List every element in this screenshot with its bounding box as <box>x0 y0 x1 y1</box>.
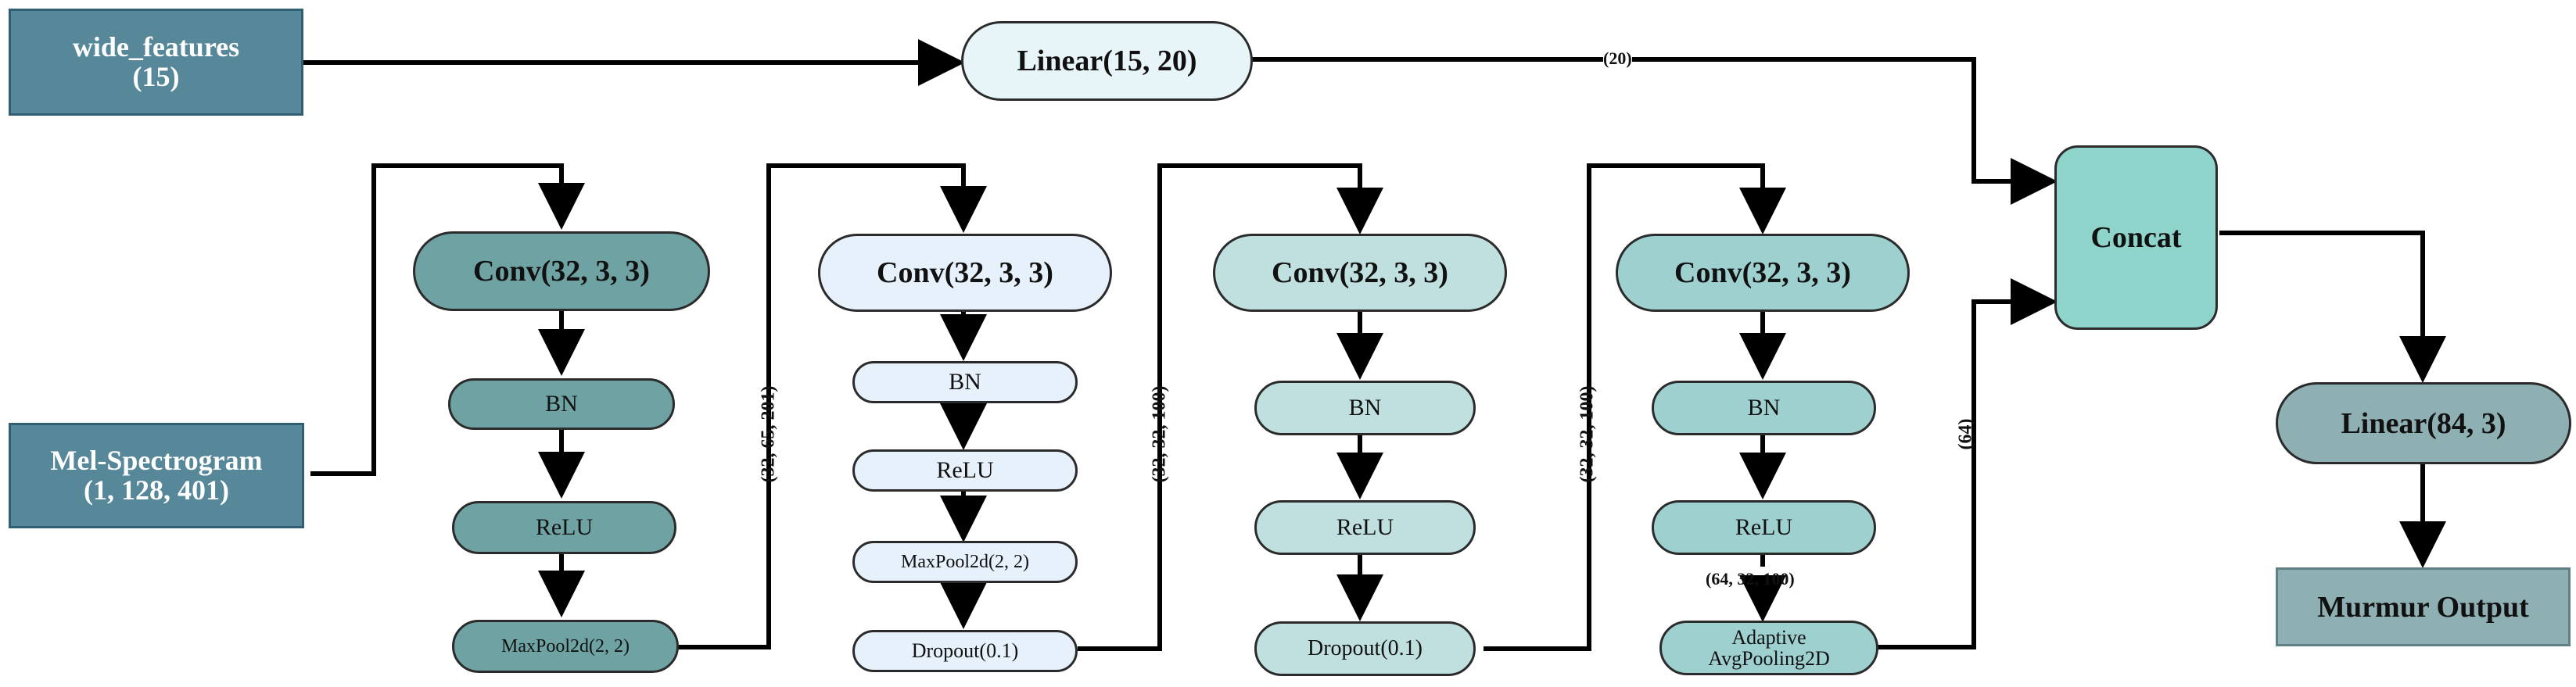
block4-adaptive-avgpool: Adaptive AvgPooling2D <box>1659 621 1878 675</box>
wide-features-input: wide_features (15) <box>9 9 303 116</box>
edge-b1-to-b2 <box>677 163 987 649</box>
block2-output-shape: (32, 32, 100) <box>1149 385 1170 483</box>
block3-bn: BN <box>1254 381 1476 435</box>
mel-spectrogram-input: Mel-Spectrogram (1, 128, 401) <box>9 423 304 528</box>
mel-spectrogram-name: Mel-Spectrogram <box>50 444 263 476</box>
block2-conv: Conv(32, 3, 3) <box>818 234 1112 312</box>
edge-b3-to-b4 <box>1484 163 1786 651</box>
edge-b2-to-b3 <box>1078 163 1383 651</box>
block2-bn: BN <box>852 361 1078 403</box>
block2-dropout: Dropout(0.1) <box>852 630 1078 672</box>
block4-bn: BN <box>1652 381 1876 435</box>
final-linear-layer: Linear(84, 3) <box>2276 382 2571 464</box>
concat-layer: Concat <box>2054 145 2218 330</box>
block4-adaptive-line2: AvgPooling2D <box>1708 647 1830 670</box>
wide-features-name: wide_features <box>72 30 240 63</box>
block3-dropout: Dropout(0.1) <box>1254 621 1476 676</box>
edge-mel-to-conv1 <box>310 163 585 476</box>
block3-relu: ReLU <box>1254 500 1476 555</box>
block4-adaptive-line1: Adaptive <box>1731 625 1806 649</box>
edge-b4-to-concat <box>1877 278 2058 649</box>
block4-inner-shape: (64, 32, 100) <box>1706 569 1795 589</box>
block1-bn: BN <box>448 378 675 430</box>
block4-conv: Conv(32, 3, 3) <box>1616 234 1910 312</box>
wide-linear-output-shape: (20) <box>1603 48 1632 69</box>
block1-maxpool: MaxPool2d(2, 2) <box>452 620 679 673</box>
edge-linear-to-concat <box>1251 57 2058 205</box>
block1-output-shape: (32, 65, 201) <box>758 385 779 483</box>
mel-spectrogram-dim: (1, 128, 401) <box>84 474 229 506</box>
block2-maxpool: MaxPool2d(2, 2) <box>852 541 1078 583</box>
wide-linear-layer: Linear(15, 20) <box>961 21 1253 101</box>
murmur-output: Murmur Output <box>2276 567 2571 646</box>
block2-relu: ReLU <box>852 449 1078 492</box>
wide-features-dim: (15) <box>132 60 180 92</box>
block1-conv: Conv(32, 3, 3) <box>413 231 710 311</box>
block1-relu: ReLU <box>452 501 676 554</box>
block4-relu: ReLU <box>1652 500 1876 555</box>
block3-conv: Conv(32, 3, 3) <box>1213 234 1507 312</box>
edge-concat-to-linear <box>2219 231 2446 383</box>
block4-output-shape: (64) <box>1955 418 1976 450</box>
block3-output-shape: (32, 32, 100) <box>1577 385 1598 483</box>
